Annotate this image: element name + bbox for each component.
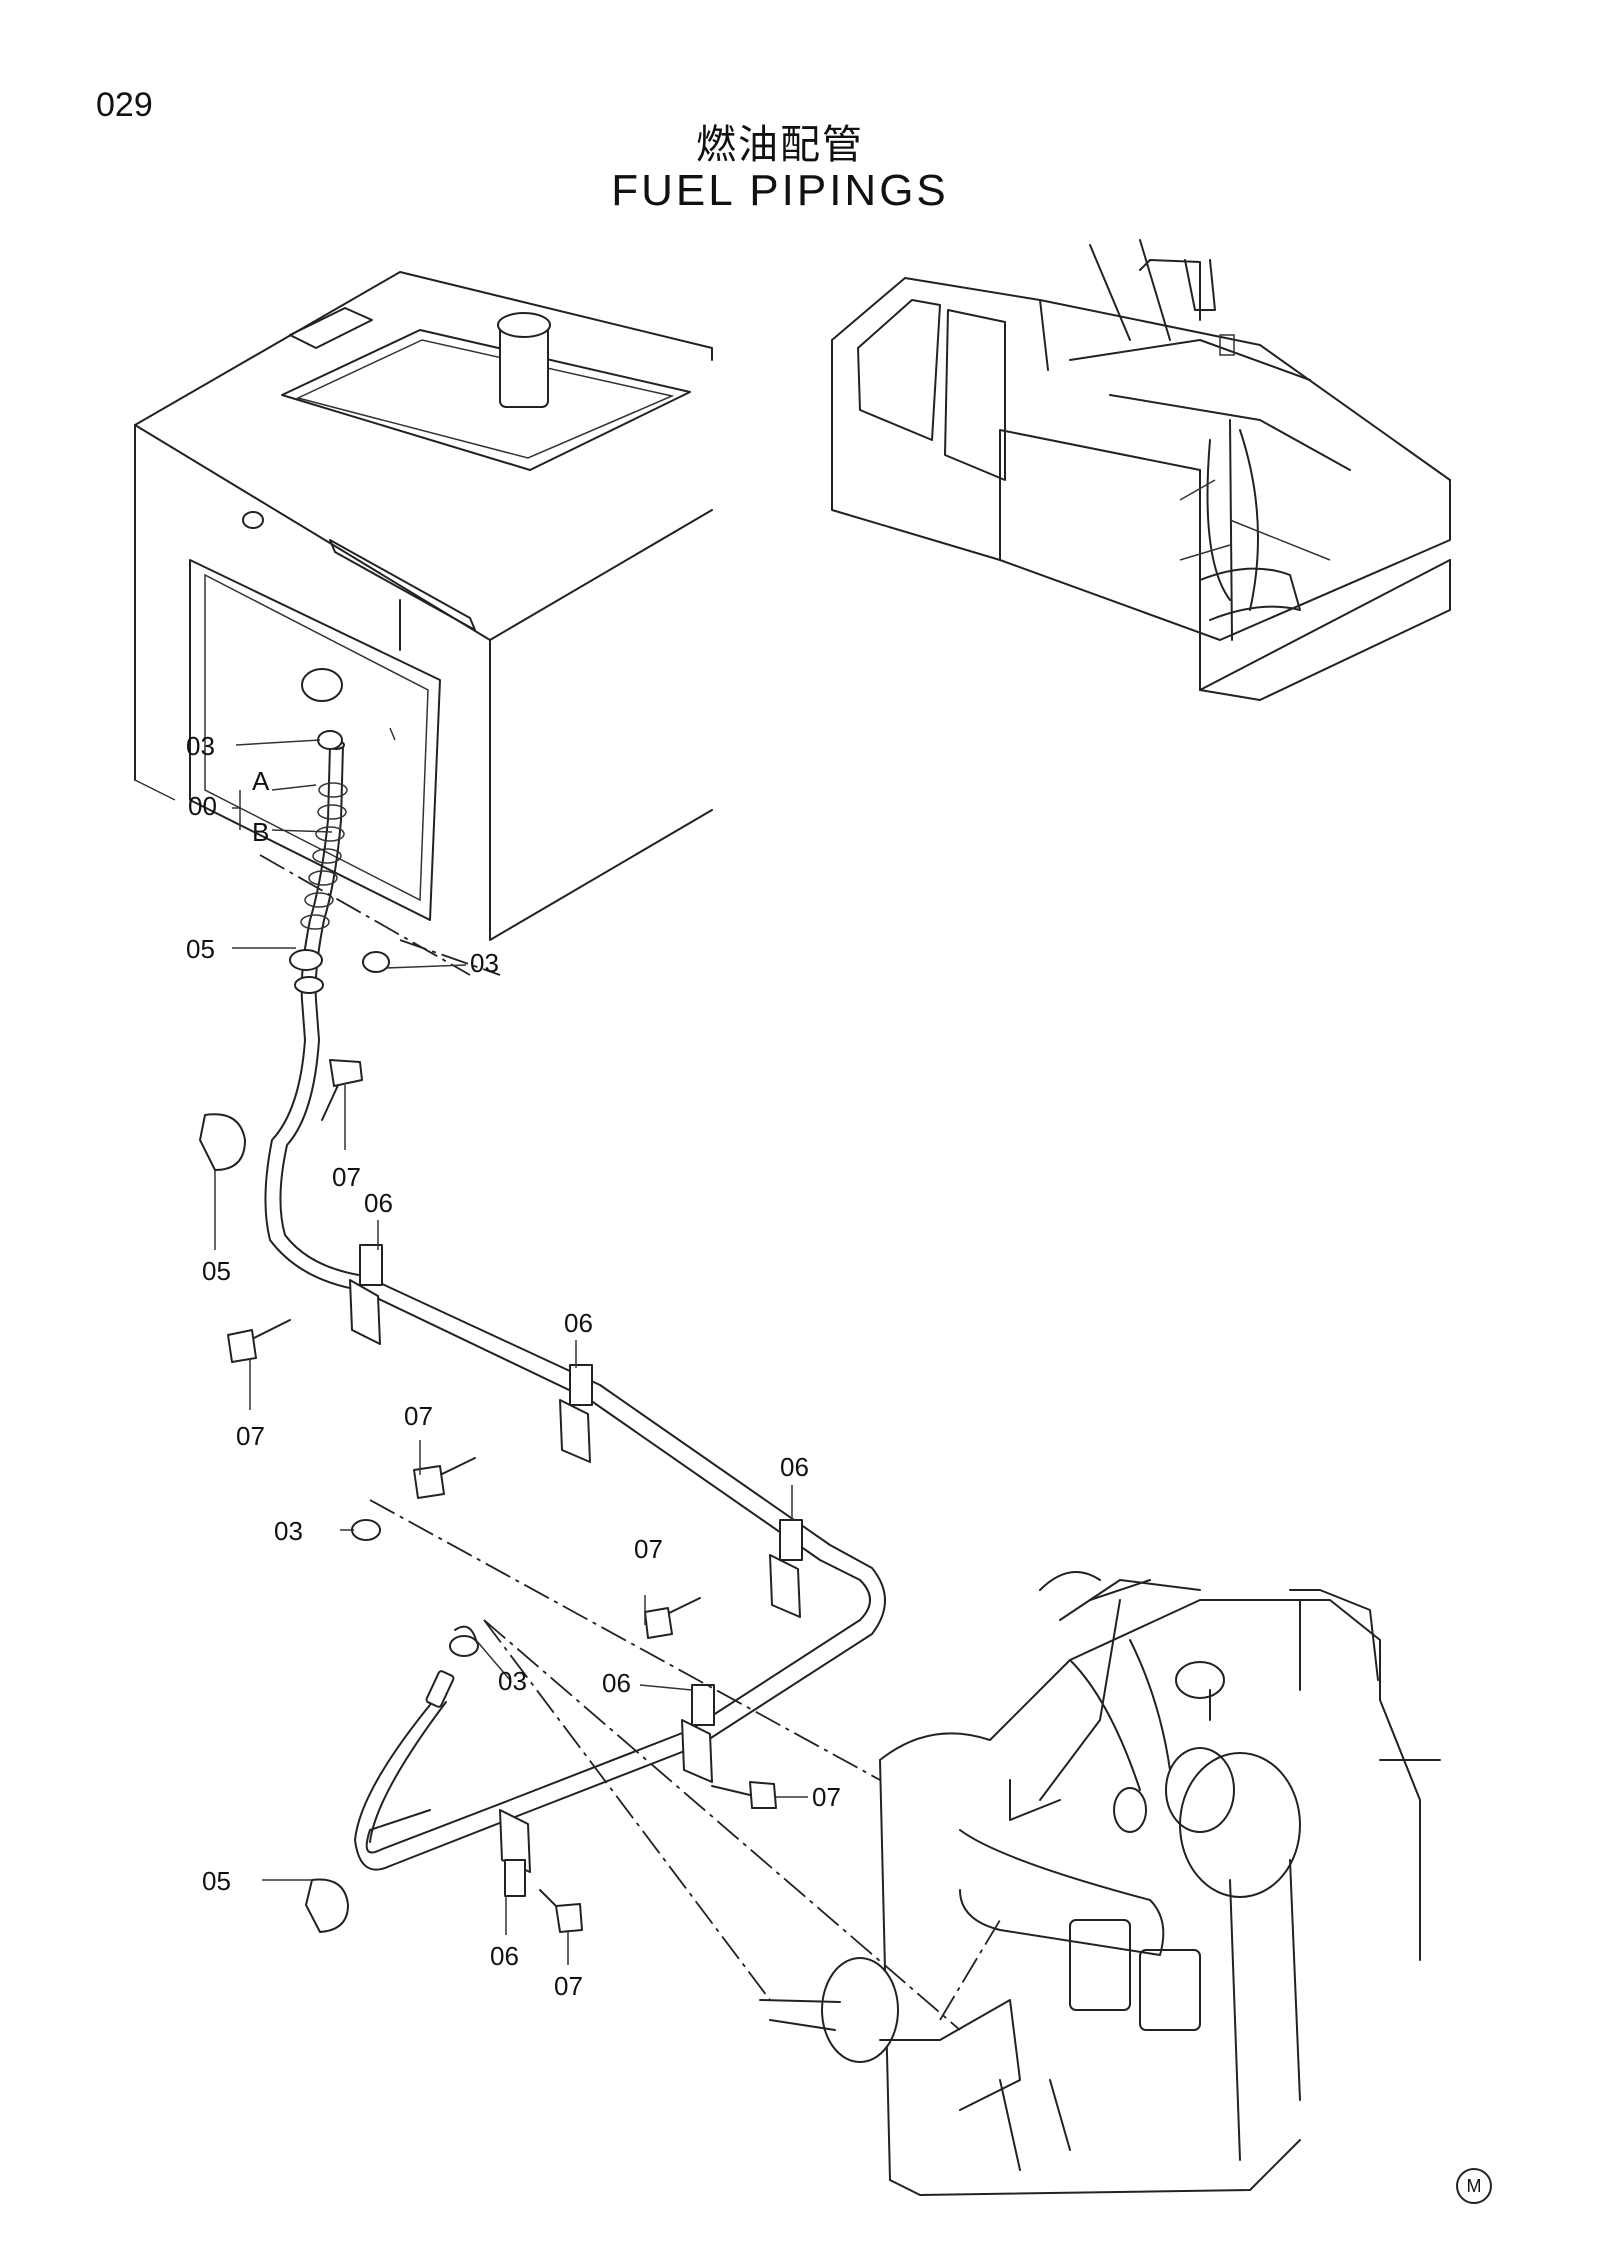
fuel-tank-illustration [134, 271, 713, 941]
callout-03-tank-right: 03 [470, 948, 499, 978]
callout-07-d: 07 [634, 1534, 663, 1564]
callout-06-a: 06 [364, 1188, 393, 1218]
callout-03-left: 03 [274, 1516, 303, 1546]
callout-07-b: 07 [236, 1421, 265, 1451]
callout-03-lower: 03 [498, 1666, 527, 1696]
callout-07-a: 07 [332, 1162, 361, 1192]
leader-lines [214, 739, 808, 1965]
clamp-brackets [199, 1113, 803, 1933]
callout-05-upper: 05 [186, 934, 215, 964]
page-number: 029 [96, 86, 153, 124]
callout-05-middle: 05 [202, 1256, 231, 1286]
page-title-japanese: 燃油配管 [696, 122, 864, 168]
callout-07-c: 07 [404, 1401, 433, 1431]
callout-labels: 03 A 00 B 05 03 07 06 05 07 06 07 06 03 … [186, 731, 841, 2001]
bolts [227, 1059, 777, 1933]
callout-06-b: 06 [564, 1308, 593, 1338]
hose-clips [317, 730, 479, 1657]
corner-mark: M [1456, 2168, 1492, 2204]
fuel-hose-and-pipe [264, 740, 886, 1871]
callout-03-tank-top: 03 [186, 731, 215, 761]
callout-07-e: 07 [812, 1782, 841, 1812]
callout-06-e: 06 [490, 1941, 519, 1971]
callout-b: B [252, 817, 269, 847]
engine-illustration [759, 1571, 1441, 2196]
callout-07-f: 07 [554, 1971, 583, 2001]
callout-05-lower: 05 [202, 1866, 231, 1896]
callout-06-d: 06 [602, 1668, 631, 1698]
page-title: FUEL PIPINGS [611, 166, 949, 215]
callout-a: A [252, 766, 270, 796]
callout-06-c: 06 [780, 1452, 809, 1482]
excavator-overview-illustration [831, 239, 1451, 701]
alignment-lines [259, 854, 1001, 2031]
callout-00: 00 [188, 791, 217, 821]
